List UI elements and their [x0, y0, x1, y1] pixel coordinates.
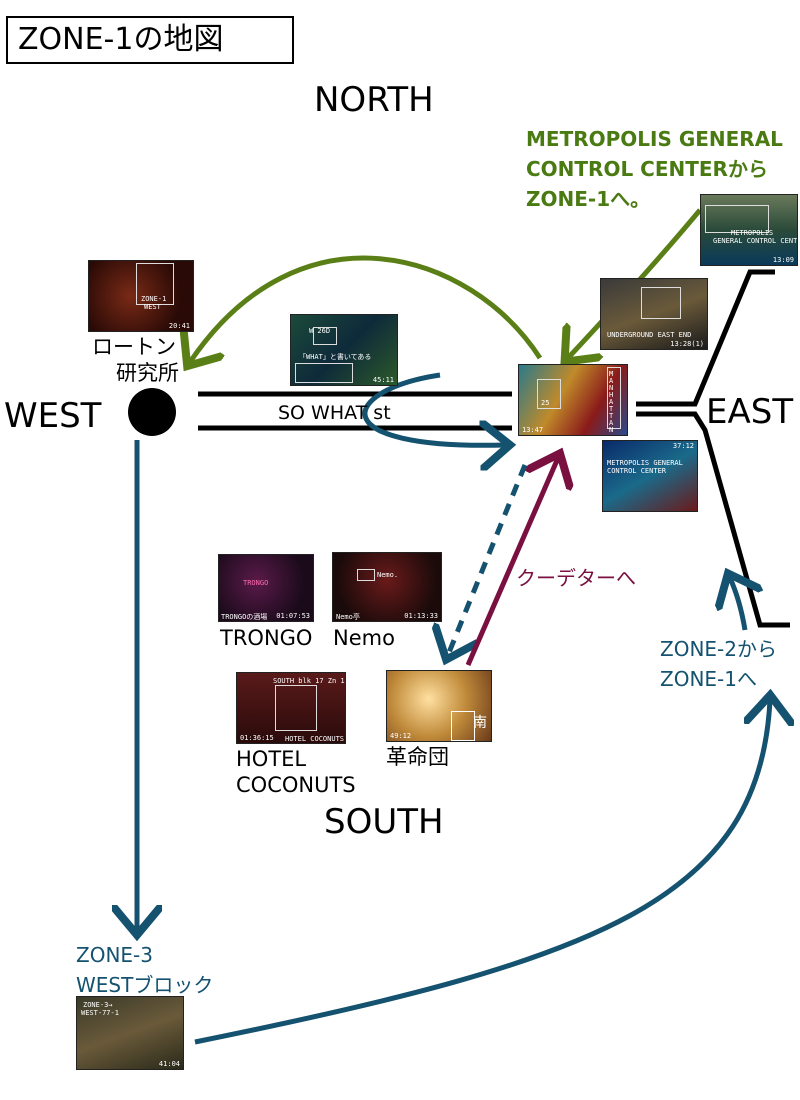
place-nemo: Nemo — [333, 626, 395, 650]
arrow-zone3-to-zone2 — [194, 700, 770, 1045]
place-trongo: TRONGO — [220, 626, 313, 650]
arrow-coup — [465, 458, 558, 666]
map-title: ZONE-1の地図 — [6, 16, 294, 64]
direction-east: EAST — [706, 392, 794, 432]
thumb-hotel-coconuts: SOUTH blk 17 Zn 1 HOTEL COCONUTS 01:36:1… — [236, 672, 346, 744]
direction-south: SOUTH — [324, 802, 444, 842]
thumb-control-center: METROPOLIS GENERAL CONTROL CENTER 37:12 — [602, 440, 698, 512]
arrow-zone2-to-east — [730, 578, 745, 631]
arrow-metropolis-to-zone1 — [568, 208, 702, 358]
street-label: SO WHAT st — [278, 402, 391, 424]
west-node — [128, 388, 176, 436]
place-hotel-coconuts: HOTEL COCONUTS — [236, 747, 356, 797]
route-from-zone2: ZONE-2から ZONE-1へ — [660, 637, 777, 691]
thumb-underground-east: UNDERGROUND EAST END 13:28(1) — [600, 278, 708, 350]
arrow-manhattan-to-lawton — [190, 255, 543, 362]
east-road — [636, 269, 775, 407]
direction-west: WEST — [4, 396, 102, 436]
arrow-sowhat-loop — [362, 372, 505, 445]
arrow-manhattan-to-south — [448, 464, 528, 655]
route-from-metropolis: METROPOLIS GENERAL CONTROL CENTERから ZONE… — [526, 127, 783, 211]
thumb-revolution: 南 49:12 — [386, 670, 492, 742]
thumb-zone1-west: ZONE-1 WEST 20:41 — [88, 260, 194, 332]
route-coup: クーデターへ — [516, 566, 636, 590]
place-lawton-lab: ロートン 研究所 — [92, 335, 179, 385]
thumb-zone3-west: ZONE-3→ WEST-77-1 41:04 — [76, 996, 184, 1070]
direction-north: NORTH — [314, 80, 434, 120]
thumb-nemo: Nemo. Nemo亭 01:13:33 — [332, 552, 442, 622]
thumb-sowhat: W 26D 「WHAT」と書いてある 45:11 — [290, 314, 398, 386]
east-road-2 — [636, 411, 790, 628]
thumb-manhattan: 25 MANHATTAN 13:47 — [518, 364, 628, 436]
thumb-metropolis-center: METROPOLIS GENERAL CONTROL CENTER 13:09 — [700, 194, 798, 266]
place-revolution: 革命団 — [386, 745, 449, 769]
thumb-trongo: TRONGO TRONGOの酒場 01:07:53 — [218, 554, 314, 622]
route-to-zone3: ZONE-3 WESTブロック — [76, 943, 214, 997]
